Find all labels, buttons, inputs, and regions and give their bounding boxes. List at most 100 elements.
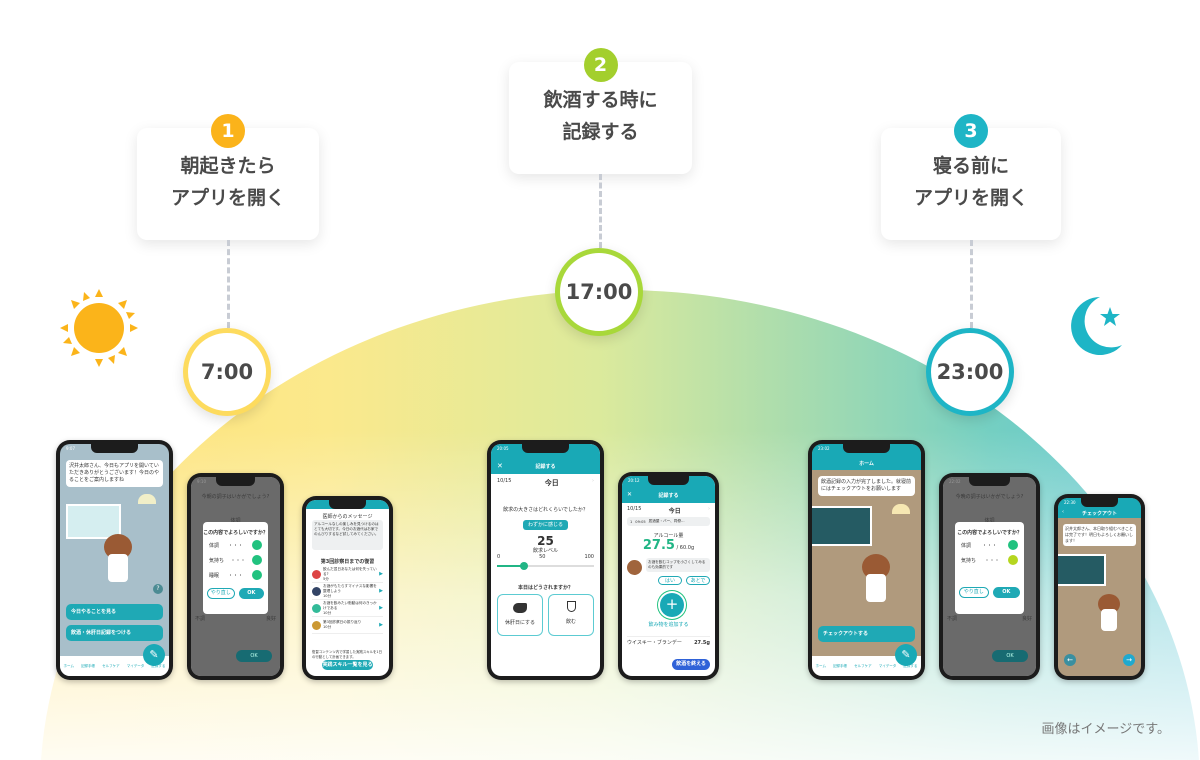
prev-date-link[interactable]: 10/15	[497, 478, 512, 484]
bottom-ok-button[interactable]: OK	[992, 650, 1028, 662]
liver-sleep-icon	[513, 603, 527, 613]
tab-selfcare[interactable]: セルフケア	[854, 663, 872, 668]
step-1-card: 1 朝起きたら アプリを開く	[137, 114, 319, 240]
phone-night-home: 23:02 ホーム 飲酒記録の入力が完了しました。就寝前にはチェックアウトをお願…	[808, 440, 925, 680]
phone-evening-alcohol: 20:12 ✕ 記録する 10/15 今日 › 1 09:05 居酒屋・バー、同…	[618, 472, 719, 680]
phone-morning-home: 9:07 沢井太郎さん、今日もアプリを開いていただきありがとうございます！今日の…	[56, 440, 173, 680]
play-icon: ▶	[379, 605, 383, 611]
tab-mydata[interactable]: マイデータ	[878, 663, 897, 668]
bottom-ok-button[interactable]: OK	[236, 650, 272, 662]
tab-notebook[interactable]: 記録手帳	[833, 663, 848, 668]
list-item[interactable]: 飲んだ翌日あなたは何を失っている?5分▶	[312, 566, 383, 583]
tab-mydata[interactable]: マイデータ	[126, 663, 145, 668]
step-3-title-line2: アプリを開く	[913, 187, 1028, 209]
time-7-00: 7:00	[183, 328, 271, 416]
doctor-avatar	[627, 560, 642, 575]
next-arrow-button[interactable]: →	[1123, 654, 1135, 666]
rest-day-option[interactable]: 休肝日にする	[497, 594, 543, 636]
level-value: 25	[537, 534, 554, 548]
step-1-title-line1: 朝起きたら	[180, 155, 276, 177]
step-3-badge: 3	[954, 114, 988, 148]
doctor-message: アルコールなしの楽しみを見つけるのはとても大切です。今日のお酒代はお家でのんびり…	[312, 520, 383, 550]
phone-night-checkout: 22:30 ‹ チェックアウト 沢井太郎さん、本日取り組むべきことは完了です！明…	[1054, 494, 1145, 680]
phone-evening-record: 20:05 ✕ 記録する 10/15 今日 › 飲求の大きさはどれくらいでしたか…	[487, 440, 604, 680]
night-window	[1058, 554, 1106, 586]
record-fab-button[interactable]: ✎	[143, 644, 165, 666]
record-drinking-button[interactable]: 飲酒・休肝日記録をつける	[66, 625, 163, 641]
assistant-message: 沢井太郎さん、本日取り組むべきことは完了です！明日もよろしくお願いします！	[1063, 524, 1136, 546]
assistant-message: 沢井太郎さん、今日もアプリを開いていただきありがとうございます！今日のやることを…	[66, 460, 163, 487]
time-23-00: 23:00	[926, 328, 1014, 416]
smile-face-icon	[252, 570, 262, 580]
tab-selfcare[interactable]: セルフケア	[102, 663, 120, 668]
glass-icon	[566, 601, 576, 612]
neutral-face-icon	[1008, 555, 1018, 565]
room-window	[66, 504, 121, 539]
step-2-badge: 2	[583, 48, 618, 82]
help-icon[interactable]: ?	[153, 584, 163, 594]
step-2-title-line1: 飲酒する時に	[543, 89, 658, 111]
phone-night-condition: 22:02 今晩の調子はいかがでしょう? 体調 不調 良好 この内容でよろしいで…	[939, 473, 1040, 680]
smile-face-icon	[252, 555, 262, 565]
step-2-connector	[599, 174, 602, 248]
step-3-card: 3 寝る前に アプリを開く	[881, 114, 1061, 240]
smile-face-icon	[1008, 540, 1018, 550]
ok-button[interactable]: OK	[238, 588, 264, 599]
later-button[interactable]: あとで	[686, 576, 710, 585]
next-date-arrow[interactable]: ›	[591, 478, 594, 484]
celebrating-doctor	[1096, 594, 1122, 644]
tab-bar: ホーム 記録手帳 セルフケア マイデータ 記録する	[812, 656, 921, 676]
today-tasks-button[interactable]: 今日やることを見る	[66, 604, 163, 620]
redo-button[interactable]: やり直し	[207, 588, 235, 599]
drink-entry[interactable]: ウイスキー・ブランデー 27.5g	[627, 636, 710, 646]
step-2-card: 2 飲酒する時に 記録する	[509, 48, 692, 174]
ok-button[interactable]: OK	[992, 587, 1020, 598]
close-icon[interactable]: ✕	[627, 491, 633, 498]
play-icon: ▶	[379, 588, 383, 594]
time-17-00: 17:00	[555, 248, 643, 336]
finish-drinking-button[interactable]: 飲酒を終える	[672, 659, 710, 670]
floor-lamp	[892, 504, 910, 514]
level-tooltip: わずかに感じる	[523, 520, 568, 530]
tab-record[interactable]: 記録する	[151, 663, 166, 668]
drink-option[interactable]: 飲む	[548, 594, 594, 636]
drink-session-row[interactable]: 1 09:05 居酒屋・バー、同僚…	[627, 517, 710, 526]
redo-button[interactable]: やり直し	[959, 587, 989, 598]
alcohol-value: 27.5	[642, 538, 675, 553]
play-icon: ▶	[379, 571, 383, 577]
doctor-character	[860, 554, 892, 614]
sun-icon	[60, 289, 138, 367]
record-fab-button[interactable]: ✎	[895, 644, 917, 666]
skills-list-button[interactable]: 実践スキル一覧を見る	[322, 660, 373, 670]
current-date: 今日	[544, 479, 559, 487]
phone-morning-message: 医師からのメッセージ アルコールなしの楽しみを見つけるのはとても大切です。今日の…	[302, 496, 393, 680]
smile-face-icon	[252, 540, 262, 550]
review-list: 飲んだ翌日あなたは何を失っている?5分▶ お酒がもたらすマイナスな影響を整理しよ…	[312, 566, 383, 634]
confirm-modal: この内容でよろしいですか？ 体調・・・ 気持ち・・・ やり直し OK	[955, 522, 1024, 614]
craving-slider[interactable]	[497, 562, 594, 570]
play-icon: ▶	[379, 622, 383, 628]
phone-morning-condition: 9:10 今朝の調子はいかがでしょう? 体調 不調 良好 この内容でよろしいです…	[187, 473, 284, 680]
add-drink-button[interactable]: +	[660, 593, 684, 617]
slider-thumb[interactable]	[520, 562, 529, 570]
prev-arrow-button[interactable]: ←	[1064, 654, 1076, 666]
checkout-button[interactable]: チェックアウトする	[818, 626, 915, 642]
step-3-connector	[970, 240, 973, 328]
back-icon[interactable]: ‹	[1062, 509, 1064, 515]
tab-notebook[interactable]: 記録手帳	[81, 663, 96, 668]
tab-home[interactable]: ホーム	[815, 663, 826, 668]
step-1-title-line2: アプリを開く	[170, 187, 285, 209]
tab-record[interactable]: 記録する	[903, 663, 918, 668]
tab-home[interactable]: ホーム	[63, 663, 74, 668]
tab-bar: ホーム 記録手帳 セルフケア マイデータ 記録する	[60, 656, 169, 676]
floor-lamp	[138, 494, 156, 504]
step-3-title-line1: 寝る前に	[932, 155, 1009, 177]
step-1-badge: 1	[211, 114, 245, 148]
close-icon[interactable]: ✕	[497, 462, 503, 470]
confirm-modal: この内容でよろしいですか？ 体調・・・ 気持ち・・・ 睡眠・・・ やり直し OK	[203, 522, 268, 614]
yes-button[interactable]: はい	[658, 576, 682, 585]
moon-star-icon	[1071, 297, 1122, 355]
